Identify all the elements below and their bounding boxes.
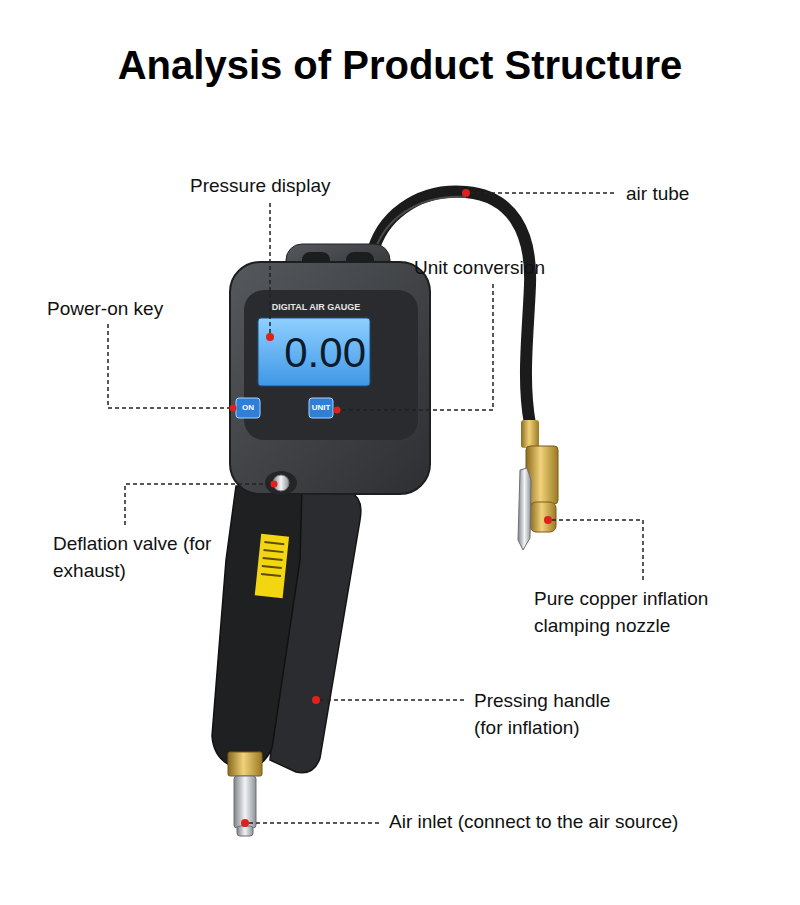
warning-sticker [255,534,289,599]
gauge-face [244,290,418,440]
callout-dot [544,516,552,524]
callout-dot [334,407,341,414]
part-label: Pressing handle (for inflation) [474,687,644,741]
part-label: Unit conversion [414,257,545,279]
unit-button [309,398,333,418]
leader-lines [108,193,643,823]
lcd-display [258,318,370,386]
sticker-line [264,541,284,545]
leader-line [470,192,617,194]
callout-dot [230,405,237,412]
sticker-ground [255,534,289,599]
sticker-line [263,549,283,553]
callout-dot [271,481,278,488]
part-label: air tube [626,183,689,205]
part-label: Deflation valve (for exhaust) [53,530,218,584]
callout-dot [312,696,320,704]
sticker-line [261,573,281,577]
device-brand-text: DIGITAL AIR GAUGE [262,301,370,313]
button-text: ON [236,398,260,418]
inlet-hex [228,752,262,776]
leader-line [108,324,229,408]
leader-line [320,699,465,701]
callout-dot [241,819,249,827]
part-label: Pure copper inflation clamping nozzle [534,585,766,639]
gauge-housing [230,262,430,494]
callout-dot [266,333,274,341]
leader-line [249,822,382,824]
callout-dot [462,189,470,197]
inlet-tip [237,826,253,836]
part-label: Air inlet (connect to the air source) [389,811,678,833]
sticker-line [262,565,282,569]
display-reading: 0.00 [262,329,366,377]
leader-line [269,203,271,334]
grip [212,486,302,769]
tube-ferrule [521,420,539,448]
button-text: UNIT [309,398,333,418]
clamp-lever [518,468,531,550]
leader-line [125,484,270,525]
brass-chuck [530,502,556,532]
part-label: Power-on key [47,298,163,320]
leader-line [552,520,643,580]
inlet-stem [234,776,256,828]
valve-housing [265,471,297,495]
power-button [236,398,260,418]
part-label: Pressure display [190,175,330,197]
sticker-line [263,557,283,561]
page-title: Analysis of Product Structure [0,40,800,90]
